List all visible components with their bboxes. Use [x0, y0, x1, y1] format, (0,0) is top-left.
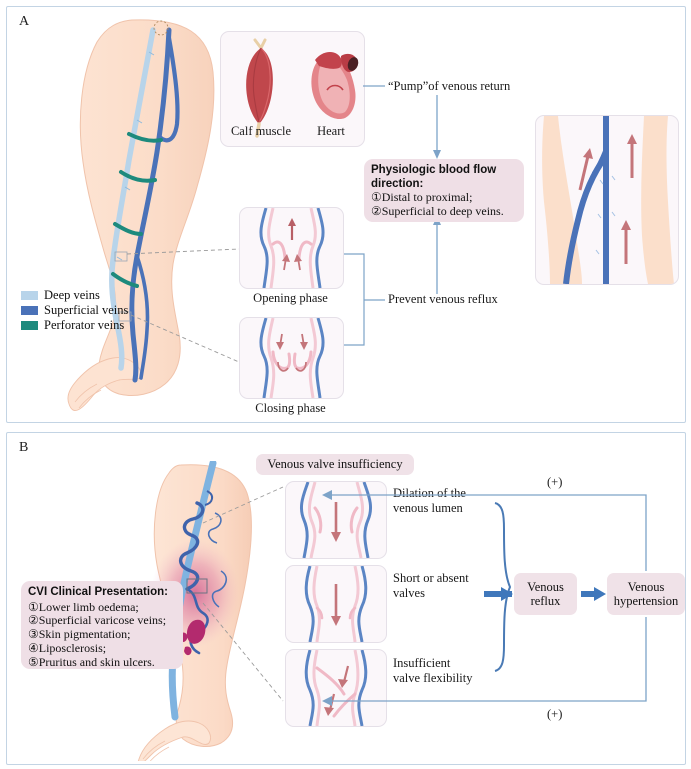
mechanism-short-line2: valves — [393, 586, 425, 600]
cvi-item-1: ①Lower limb oedema; — [28, 599, 139, 614]
cvi-item-2: ②Superficial varicose veins; — [28, 613, 167, 628]
mechanism-dilation-line1: Dilation of the — [393, 486, 466, 500]
cvi-header: CVI Clinical Presentation: — [28, 586, 168, 598]
short-absent-valve-card — [285, 565, 387, 643]
blood-flow-direction-graphic — [542, 116, 674, 284]
prevent-venous-reflux-label: Prevent venous reflux — [388, 292, 498, 306]
physiologic-blood-flow-box: Physiologic blood flow direction: ①Dista… — [364, 159, 524, 222]
panel-a-letter: A — [19, 14, 30, 29]
opening-phase-caption: Opening phase — [253, 291, 328, 305]
insufficient-flexibility-card — [285, 649, 387, 727]
vein-legend: Deep veins Superficial veins Perforator … — [21, 288, 128, 333]
calf-muscle-label: Calf muscle — [230, 124, 292, 138]
pump-illustration-card: Calf muscle Heart — [220, 31, 365, 147]
legend-row-deep: Deep veins — [21, 288, 128, 303]
cvi-item-3: ③Skin pigmentation; — [28, 627, 131, 642]
feedback-plus-bottom: (+) — [547, 707, 563, 721]
closing-phase-card — [239, 317, 344, 399]
blood-flow-direction-card — [535, 115, 679, 285]
short-absent-valves-graphic — [304, 566, 368, 642]
opening-phase-valve-graphic — [259, 208, 325, 288]
dilated-lumen-graphic — [300, 482, 372, 558]
legend-row-superficial: Superficial veins — [21, 303, 128, 318]
panel-a: A — [6, 6, 686, 423]
legend-swatch-deep-icon — [21, 291, 38, 300]
venous-reflux-box: Venous reflux — [514, 573, 577, 615]
mechanism-short-line1: Short or absent — [393, 571, 469, 585]
dilation-valve-card — [285, 481, 387, 559]
mechanism-flex-line1: Insufficient — [393, 656, 451, 670]
legend-label-superficial: Superficial veins — [44, 303, 129, 317]
pump-of-venous-return-label: “Pump”of venous return — [388, 79, 511, 93]
heart-label: Heart — [317, 124, 345, 138]
physiologic-header-line1: Physiologic blood flow — [371, 164, 497, 176]
venous-valve-insufficiency-text: Venous valve insufficiency — [267, 457, 403, 472]
physiologic-item-1: ①Distal to proximal; — [371, 190, 473, 204]
legend-swatch-superficial-icon — [21, 306, 38, 315]
physiologic-header-line2: direction: — [371, 177, 424, 190]
calf-heart-graphic — [246, 38, 359, 138]
physiologic-item-2: ②Superficial to deep veins. — [371, 203, 504, 218]
cvi-item-4: ④Liposclerosis; — [28, 640, 107, 655]
venous-reflux-text: Venous reflux — [527, 579, 564, 609]
legend-swatch-perforator-icon — [21, 321, 38, 330]
venous-hypertension-text: Venous hypertension — [613, 579, 679, 609]
mechanism-label-flexibility: Insufficient valve flexibility — [393, 656, 473, 686]
panel-b-letter: B — [19, 440, 29, 455]
opening-phase-card — [239, 207, 344, 289]
closing-phase-valve-graphic — [259, 318, 325, 398]
panel-b: B Venous valve insufficiency — [6, 432, 686, 765]
venous-valve-insufficiency-title: Venous valve insufficiency — [256, 454, 414, 475]
cvi-item-5: ⑤Pruritus and skin ulcers. — [28, 654, 155, 669]
mechanism-flex-line2: valve flexibility — [393, 671, 473, 685]
legend-label-deep: Deep veins — [44, 288, 100, 302]
legend-row-perforator: Perforator veins — [21, 318, 128, 333]
mechanism-label-dilation: Dilation of the venous lumen — [393, 486, 466, 516]
mechanism-dilation-line2: venous lumen — [393, 501, 463, 515]
insufficient-valve-flexibility-graphic — [304, 650, 368, 726]
closing-phase-caption: Closing phase — [255, 401, 326, 415]
venous-hypertension-box: Venous hypertension — [607, 573, 685, 615]
legend-label-perforator: Perforator veins — [44, 318, 125, 332]
mechanism-label-short-valves: Short or absent valves — [393, 571, 469, 601]
cvi-clinical-presentation-box: CVI Clinical Presentation: ①Lower limb o… — [21, 581, 183, 669]
feedback-plus-top: (+) — [547, 475, 563, 489]
